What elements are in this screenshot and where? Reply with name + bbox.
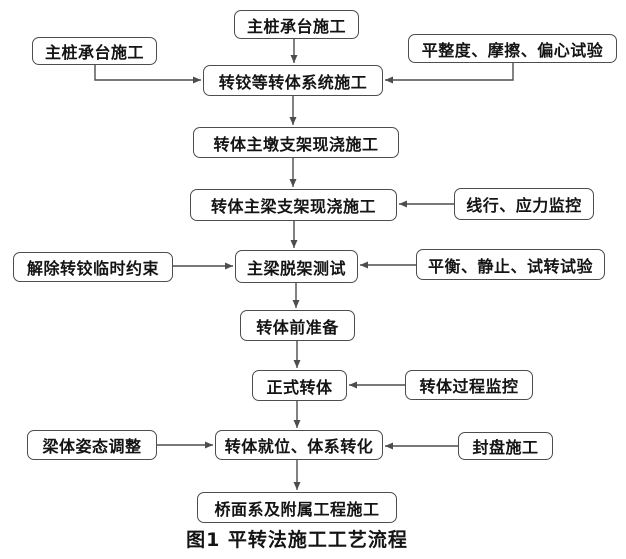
- node-main-pile-cap-left: 主桩承台施工: [32, 37, 157, 65]
- node-girder-posture-adjustment: 梁体姿态调整: [27, 430, 157, 460]
- node-deck-and-auxiliary-works: 桥面系及附属工程施工: [197, 492, 397, 523]
- node-release-temporary-restraint: 解除转铰临时约束: [13, 252, 173, 282]
- node-pre-rotation-preparation: 转体前准备: [240, 310, 355, 341]
- node-sealing-construction: 封盘施工: [458, 432, 553, 460]
- node-main-pile-cap-top: 主桩承台施工: [234, 10, 359, 39]
- node-flatness-friction-eccentricity-test: 平整度、摩擦、偏心试验: [408, 34, 617, 63]
- node-rotation-process-monitoring: 转体过程监控: [405, 370, 533, 400]
- node-girder-formwork-cast-in-place: 转体主梁支架现浇施工: [190, 189, 397, 221]
- node-girder-detach-test: 主梁脱架测试: [235, 250, 358, 283]
- node-rotation-in-place-system-conversion: 转体就位、体系转化: [215, 430, 383, 460]
- connector-flatness-test-to-hinge: [385, 63, 514, 84]
- node-rotation-hinge-system-construction: 转铰等转体系统施工: [203, 65, 383, 96]
- figure-caption: 图1 平转法施工工艺流程: [186, 529, 408, 551]
- node-balance-static-trial-rotation-test: 平衡、静止、试转试验: [416, 249, 605, 280]
- node-pier-formwork-cast-in-place: 转体主墩支架现浇施工: [193, 127, 399, 158]
- node-official-rotation: 正式转体: [252, 370, 347, 401]
- node-alignment-stress-monitoring: 线行、应力监控: [454, 188, 594, 220]
- connector-pilecap-left-to-hinge: [94, 64, 201, 84]
